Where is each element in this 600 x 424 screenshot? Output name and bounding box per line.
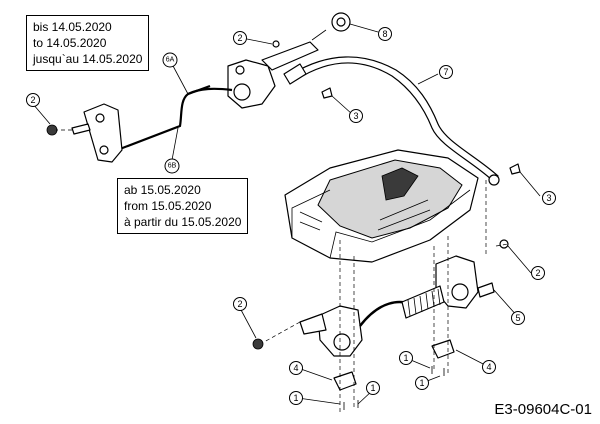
- callout-label: 1: [293, 393, 298, 403]
- callout-label: 4: [486, 362, 491, 372]
- callout-4: 4: [289, 361, 303, 375]
- callout-label: 2: [237, 33, 242, 43]
- callout-label: 1: [370, 383, 375, 393]
- callout-label: 4: [293, 363, 298, 373]
- callout-label: 6B: [168, 163, 177, 170]
- note-line-fr: à partir du 15.05.2020: [124, 215, 242, 229]
- rear-axle-assembly: [299, 255, 495, 357]
- callout-1: 1: [289, 391, 303, 405]
- control-rod: [111, 84, 233, 154]
- callout-5: 5: [511, 311, 525, 325]
- callout-label: 2: [30, 95, 35, 105]
- validity-note-before: bis 14.05.2020 to 14.05.2020 jusqu`au 14…: [26, 15, 150, 71]
- callout-label: 8: [382, 29, 387, 39]
- callout-label: 5: [515, 313, 520, 323]
- mower-deck: [284, 149, 479, 263]
- drawing-reference-code: E3-09604C-01: [494, 401, 592, 418]
- handle-bar: [291, 56, 500, 186]
- callout-4: 4: [482, 360, 496, 374]
- gasket-ring: [331, 12, 351, 32]
- assembly-lines: [56, 129, 509, 412]
- upper-bracket: [227, 29, 327, 109]
- callout-2: 2: [26, 93, 40, 107]
- callout-label: 1: [419, 378, 424, 388]
- callout-2: 2: [233, 297, 247, 311]
- callout-7: 7: [439, 65, 453, 79]
- note-line-de: ab 15.05.2020: [124, 183, 201, 197]
- note-line-de: bis 14.05.2020: [33, 20, 112, 34]
- callout-3: 3: [349, 109, 363, 123]
- callout-1: 1: [415, 376, 429, 390]
- note-line-fr: jusqu`au 14.05.2020: [33, 52, 143, 66]
- note-line-en: to 14.05.2020: [33, 36, 107, 50]
- callout-1: 1: [399, 351, 413, 365]
- callout-label: 3: [353, 111, 358, 121]
- callout-label: 2: [535, 268, 540, 278]
- callout-2: 2: [233, 31, 247, 45]
- callout-label: 2: [237, 299, 242, 309]
- callout-6b: 6B: [164, 158, 180, 174]
- callout-label: 7: [443, 67, 448, 77]
- callout-label: 1: [403, 353, 408, 363]
- note-line-en: from 15.05.2020: [124, 199, 212, 213]
- fasteners: [46, 40, 521, 410]
- callout-label: 6A: [166, 57, 175, 64]
- callout-3: 3: [542, 191, 556, 205]
- left-bracket-plate: [71, 103, 123, 163]
- callout-8: 8: [378, 27, 392, 41]
- callout-2: 2: [531, 266, 545, 280]
- callouts: 1 1 1 1 2 2 2 2 3 3 4 4 5 6A 6B 7 8: [26, 27, 556, 405]
- callout-1: 1: [366, 381, 380, 395]
- validity-note-after: ab 15.05.2020 from 15.05.2020 à partir d…: [117, 178, 249, 234]
- callout-label: 3: [546, 193, 551, 203]
- leader-lines: [32, 23, 541, 405]
- callout-6a: 6A: [162, 52, 178, 68]
